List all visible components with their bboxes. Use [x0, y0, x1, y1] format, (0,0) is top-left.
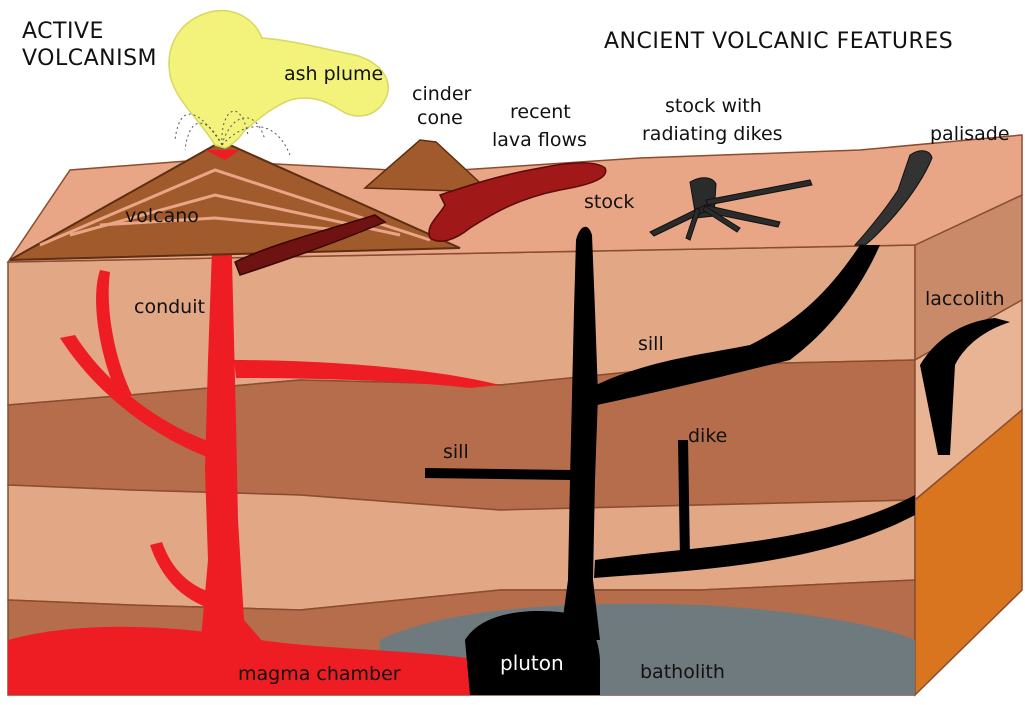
label-recent-lava-1: recent: [510, 101, 571, 123]
dike-vertical: [678, 440, 690, 560]
label-stock: stock: [584, 191, 634, 213]
label-cinder-cone-1: cinder: [412, 83, 472, 105]
sill-lower: [425, 468, 572, 480]
label-ash-plume: ash plume: [284, 63, 383, 85]
label-magma-chamber: magma chamber: [238, 663, 401, 685]
label-pluton: pluton: [500, 651, 564, 675]
label-stock-dikes-2: radiating dikes: [642, 123, 783, 145]
label-laccolith: laccolith: [925, 288, 1005, 310]
header-active-volcanism-2: VOLCANISM: [22, 46, 157, 71]
label-volcano: volcano: [125, 205, 199, 227]
block-side-face: [915, 195, 1022, 695]
label-palisade: palisade: [930, 123, 1010, 145]
label-recent-lava-2: lava flows: [492, 129, 587, 151]
label-cinder-cone-2: cone: [417, 107, 463, 129]
label-dike: dike: [688, 425, 727, 447]
header-active-volcanism-1: ACTIVE: [22, 19, 104, 44]
label-sill-upper: sill: [638, 333, 664, 355]
label-sill-lower: sill: [443, 441, 469, 463]
label-conduit: conduit: [134, 296, 205, 318]
header-ancient-volcanic-features: ANCIENT VOLCANIC FEATURES: [604, 29, 953, 54]
label-stock-dikes-1: stock with: [665, 95, 762, 117]
label-batholith: batholith: [640, 661, 725, 683]
